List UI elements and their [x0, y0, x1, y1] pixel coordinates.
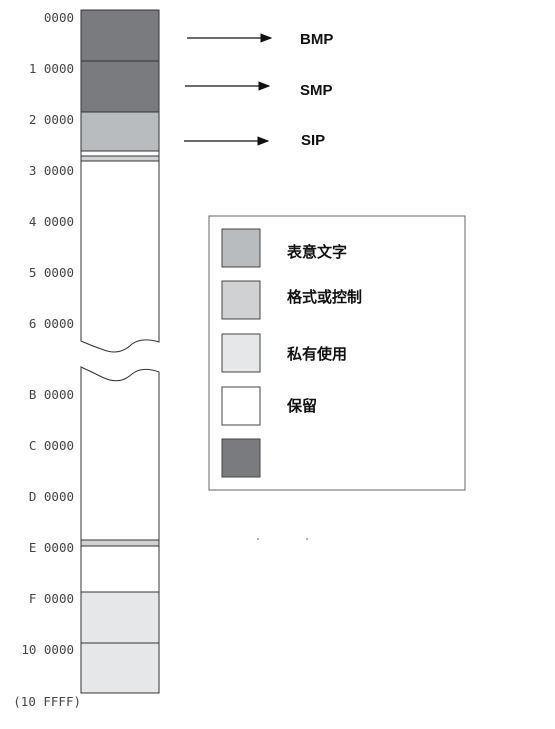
address-label: 3 0000 — [29, 163, 74, 178]
code-space-column — [80, 9, 160, 694]
address-label: 6 0000 — [29, 316, 74, 331]
smp-label: SMP — [300, 82, 333, 99]
address-labels: 0000 1 0000 2 0000 3 0000 4 0000 5 0000 … — [13, 10, 81, 709]
plane-callouts: BMP SMP SIP — [184, 31, 333, 149]
legend-label: 格式或控制 — [287, 288, 362, 306]
legend-label: 表意文字 — [287, 243, 347, 261]
legend-label: 保留 — [286, 397, 317, 415]
private-use-plane-16 — [80, 642, 160, 694]
bmp-label: BMP — [300, 31, 333, 48]
smp-block — [80, 60, 160, 113]
legend-swatch — [221, 386, 261, 426]
stray-marks — [257, 538, 308, 540]
legend-label: 私有使用 — [286, 345, 347, 363]
legend-swatch — [221, 333, 261, 373]
address-label: B 0000 — [29, 387, 74, 402]
ssp-band — [80, 539, 160, 547]
legend-swatch — [221, 280, 261, 320]
address-label: F 0000 — [29, 591, 74, 606]
speck — [306, 538, 308, 540]
address-label: 0000 — [44, 10, 74, 25]
legend-swatch — [221, 438, 261, 478]
address-label: 1 0000 — [29, 61, 74, 76]
sip-block — [80, 111, 160, 152]
private-use-plane-15 — [80, 591, 160, 644]
address-label: E 0000 — [29, 540, 74, 555]
tip-band — [80, 155, 160, 162]
address-label: 10 0000 — [21, 642, 74, 657]
address-label: C 0000 — [29, 438, 74, 453]
sip-label: SIP — [301, 132, 325, 149]
address-label: 5 0000 — [29, 265, 74, 280]
address-label: D 0000 — [29, 489, 74, 504]
bmp-block — [80, 9, 160, 62]
legend-swatch — [221, 228, 261, 268]
address-label: (10 FFFF) — [13, 694, 81, 709]
address-label: 4 0000 — [29, 214, 74, 229]
speck — [257, 538, 259, 540]
address-label: 2 0000 — [29, 112, 74, 127]
legend: 表意文字 格式或控制 私有使用 保留 — [208, 215, 466, 491]
